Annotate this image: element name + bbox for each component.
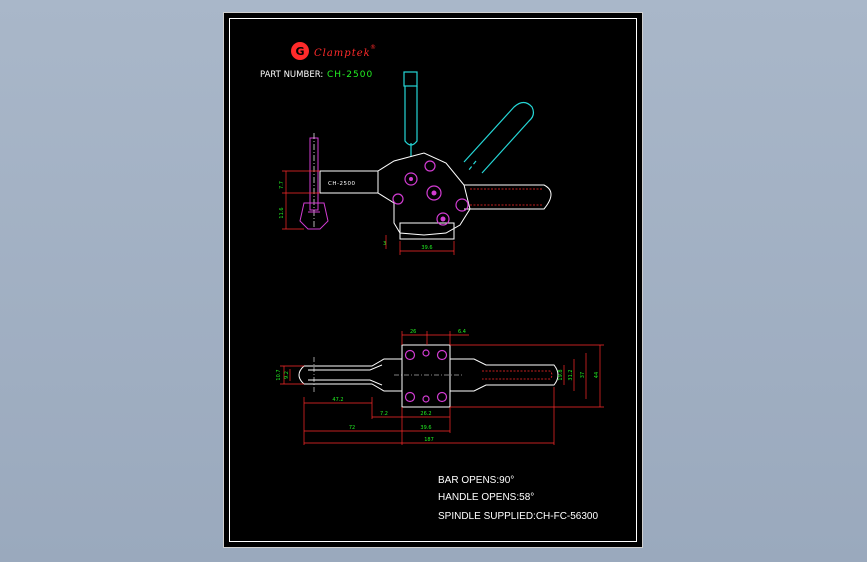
dim-r2: 31.2 [568,369,574,380]
dim-l4: 72 [349,425,355,431]
side-view: CH-2500 7.7 11.6 39.6 3 [279,71,552,255]
spec-handle-opens: HANDLE OPENS:58° [438,492,534,503]
dim-l5: 39.6 [420,425,431,431]
spec-spindle: SPINDLE SUPPLIED:CH-FC-56300 [438,511,598,522]
dim-l2: 7.2 [380,411,388,417]
dim-d1: 39.6 [421,245,432,251]
drawing-sheet: G Clamptek ® PART NUMBER: CH-2500 [223,12,643,548]
logo-letter: G [295,45,304,58]
part-number-value: CH-2500 [327,70,373,80]
side-view-label: CH-2500 [328,181,355,187]
dim-l1: 47.2 [332,397,343,403]
dim-total: 187 [424,437,434,443]
dim-top-a: 26 [410,329,416,335]
dim-l3: 26.2 [420,411,431,417]
dim-h1: 11.6 [279,207,285,218]
logo-mark-icon [291,42,309,60]
clamptek-logo: G Clamptek ® [291,42,376,60]
dim-r1: 19.8 [558,369,564,380]
dim-w1: 10.7 [276,369,282,380]
dim-top-b: 6.4 [458,329,466,335]
dim-r3: 37 [580,372,586,378]
part-number-label: PART NUMBER: [260,70,323,80]
dim-w2: 9.2 [284,371,290,379]
spec-bar-opens: BAR OPENS:90° [438,475,514,486]
cad-drawing: G Clamptek ® PART NUMBER: CH-2500 [260,42,604,522]
brand-name: Clamptek [314,48,371,59]
dim-d2: 3 [383,241,386,247]
brand-registered-mark: ® [370,44,376,51]
drawing-frame [229,18,637,542]
dim-r4: 44 [594,372,600,378]
dim-h2: 7.7 [279,181,285,189]
specs-block: BAR OPENS:90° HANDLE OPENS:58° SPINDLE S… [438,475,598,522]
top-view: 26 6.4 10.7 9.2 19.8 31.2 37 44 47.2 7.2… [276,329,604,445]
